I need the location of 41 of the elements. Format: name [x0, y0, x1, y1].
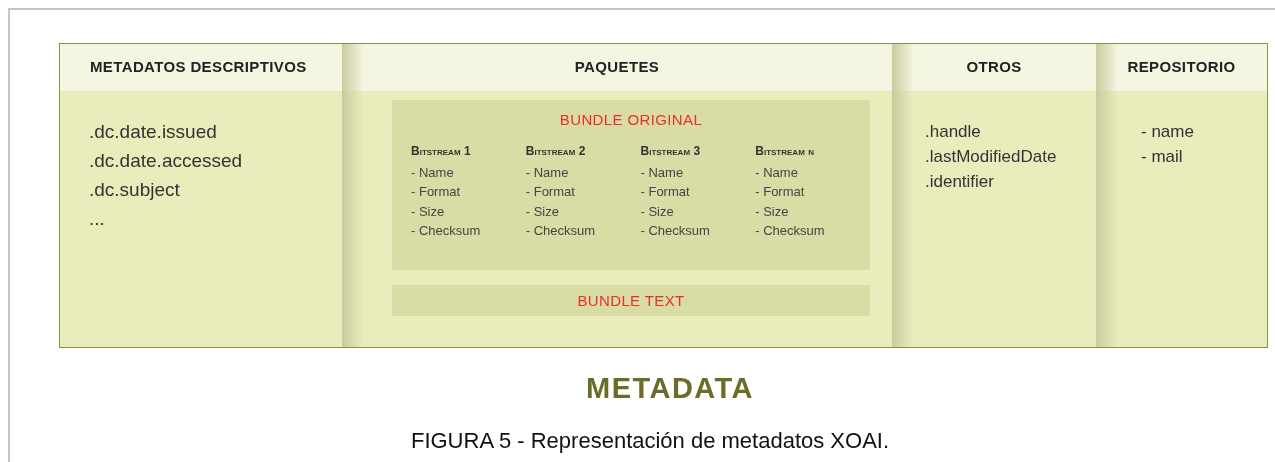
field-name: ...: [89, 207, 106, 231]
field-name: .dc.date.accessed: [89, 149, 244, 173]
bitstream-heading: Bitstream 1: [411, 142, 472, 160]
attribute-item: - Size: [640, 202, 675, 221]
attribute-item: - Name: [411, 163, 455, 182]
attribute-item: - Format: [755, 183, 806, 201]
field-name: - name: [1141, 121, 1195, 143]
column-header: METADATOS DESCRIPTIVOS: [60, 44, 342, 91]
attribute-item: - Name: [525, 163, 570, 182]
attribute-item: - Name: [640, 163, 685, 182]
bitstream-heading: Bitstream 3: [640, 142, 702, 160]
attribute-item: - Format: [411, 183, 462, 201]
field-name: - mail: [1141, 146, 1184, 168]
attribute-item: - Checksum: [640, 222, 711, 240]
field-name: .dc.date.issued: [89, 120, 218, 144]
field-name: .identifier: [925, 171, 995, 193]
attribute-item: - Checksum: [755, 222, 826, 240]
bitstream-heading: Bitstream n: [755, 142, 815, 160]
column-panel: [1096, 44, 1267, 347]
diagram-title: METADATA: [585, 371, 755, 406]
field-name: .handle: [925, 121, 982, 143]
column-panel: [342, 44, 892, 347]
bundle-title: BUNDLE TEXT: [577, 291, 685, 311]
column-header: REPOSITORIO: [1096, 44, 1267, 91]
column-header: OTROS: [892, 44, 1096, 91]
bitstream-heading: Bitstream 2: [525, 142, 587, 160]
attribute-item: - Size: [411, 202, 446, 221]
column-panel: [892, 44, 1096, 347]
figure-caption: FIGURA 5 - Representación de metadatos XOAI.: [409, 427, 891, 455]
column-header: PAQUETES: [342, 44, 892, 91]
field-name: .dc.subject: [89, 178, 181, 202]
attribute-item: - Size: [755, 202, 790, 221]
column-panel: [60, 44, 342, 347]
bundle-title: BUNDLE ORIGINAL: [559, 110, 703, 130]
attribute-item: - Format: [525, 183, 576, 201]
attribute-item: - Format: [640, 183, 691, 201]
attribute-item: - Name: [755, 163, 799, 182]
attribute-item: - Checksum: [411, 222, 482, 240]
attribute-item: - Size: [525, 202, 560, 221]
field-name: .lastModifiedDate: [925, 146, 1058, 168]
attribute-item: - Checksum: [525, 222, 597, 240]
